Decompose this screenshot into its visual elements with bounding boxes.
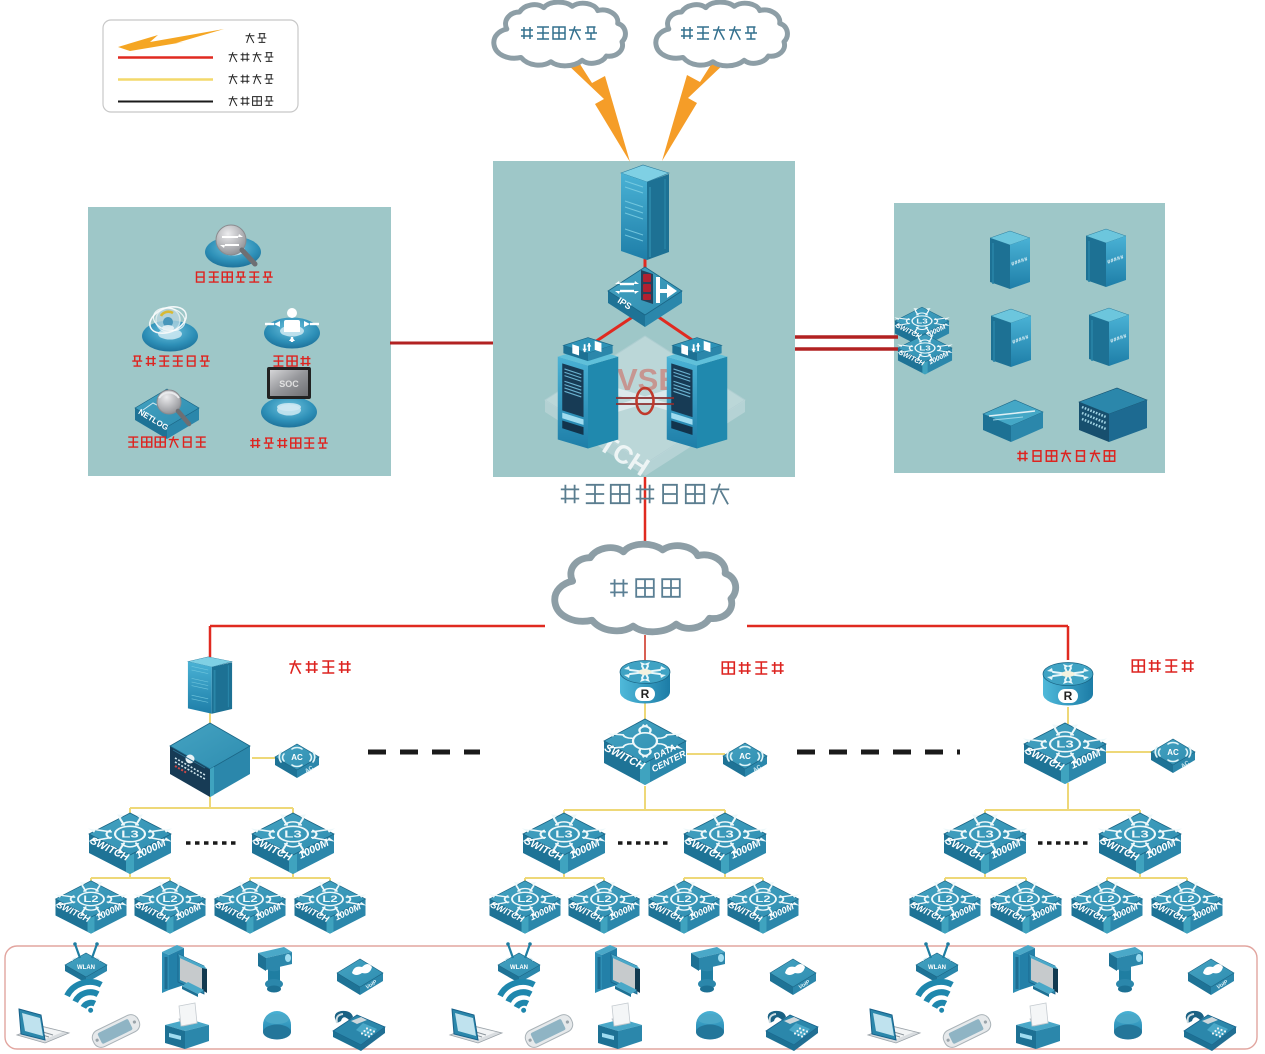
svg-text:SOC: SOC: [279, 379, 299, 389]
